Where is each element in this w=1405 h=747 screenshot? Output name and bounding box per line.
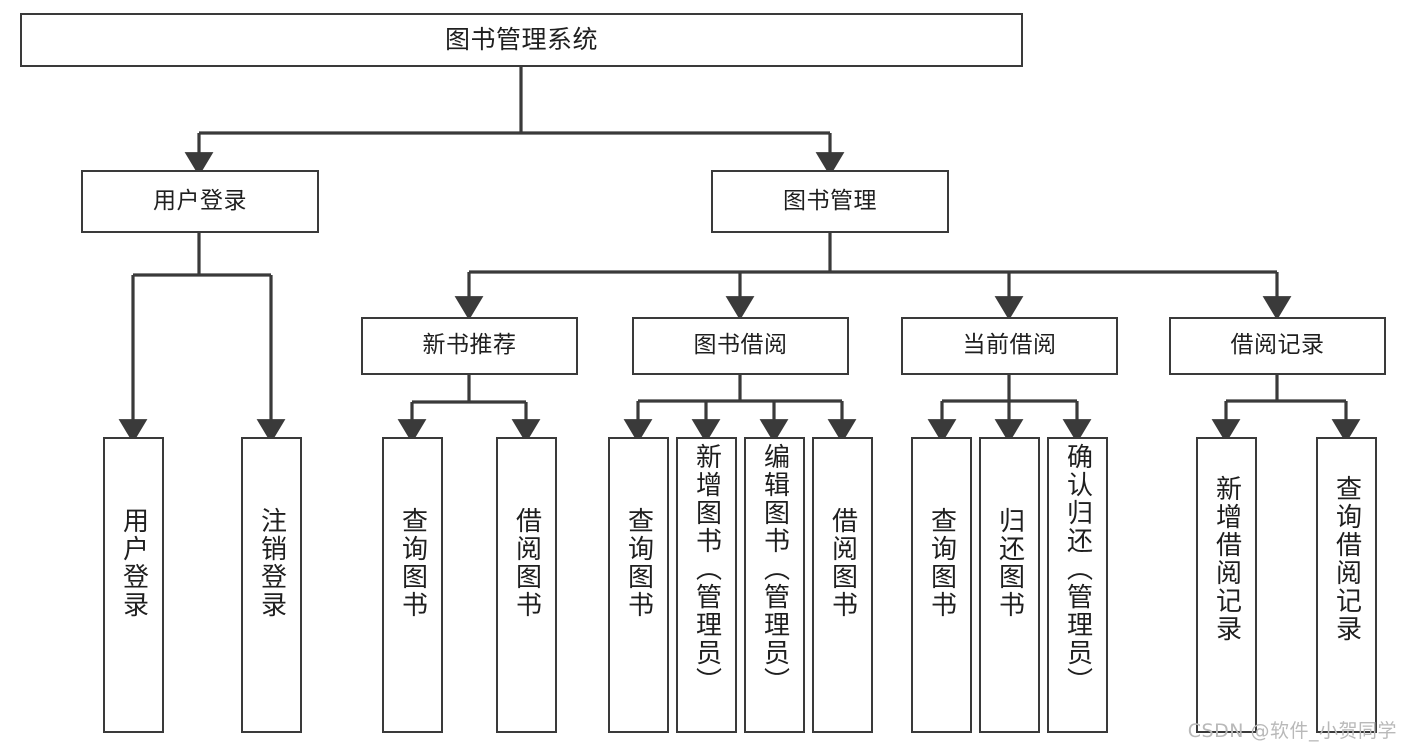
node-book-manage-label: 图书管理 bbox=[783, 187, 877, 214]
node-book-borrow-label: 图书借阅 bbox=[693, 332, 788, 359]
node-root-system[interactable]: 图书管理系统 bbox=[20, 13, 1023, 67]
node-current-borrow[interactable]: 当前借阅 bbox=[901, 317, 1118, 375]
node-leaf-query-record-label: 查询借阅记录 bbox=[1331, 475, 1362, 643]
node-book-borrow[interactable]: 图书借阅 bbox=[632, 317, 849, 375]
node-leaf-user-login-label: 用户登录 bbox=[118, 507, 149, 619]
node-leaf-add-record-label: 新增借阅记录 bbox=[1211, 475, 1242, 643]
node-current-borrow-label: 当前借阅 bbox=[962, 332, 1057, 359]
node-leaf-query-book-2-label: 查询图书 bbox=[623, 507, 654, 619]
node-new-book-recommend[interactable]: 新书推荐 bbox=[361, 317, 578, 375]
node-borrow-record-label: 借阅记录 bbox=[1230, 332, 1325, 359]
node-leaf-borrow-book-2[interactable]: 借阅图书 bbox=[812, 437, 873, 733]
node-leaf-confirm-return[interactable]: 确认归还（管理员） bbox=[1047, 437, 1108, 733]
csdn-watermark: CSDN @软件_小贺同学 bbox=[1187, 720, 1397, 742]
node-leaf-logout-label: 注销登录 bbox=[256, 507, 287, 619]
node-leaf-query-book-2[interactable]: 查询图书 bbox=[608, 437, 669, 733]
node-leaf-logout[interactable]: 注销登录 bbox=[241, 437, 302, 733]
node-book-manage[interactable]: 图书管理 bbox=[711, 170, 949, 233]
node-root-system-label: 图书管理系统 bbox=[444, 25, 598, 55]
node-leaf-query-book-1-label: 查询图书 bbox=[397, 507, 428, 619]
node-borrow-record[interactable]: 借阅记录 bbox=[1169, 317, 1386, 375]
node-new-book-recommend-label: 新书推荐 bbox=[422, 332, 517, 359]
node-leaf-edit-book[interactable]: 编辑图书（管理员） bbox=[744, 437, 805, 733]
node-leaf-borrow-book-1[interactable]: 借阅图书 bbox=[496, 437, 557, 733]
node-leaf-query-record[interactable]: 查询借阅记录 bbox=[1316, 437, 1377, 733]
node-leaf-query-book-3[interactable]: 查询图书 bbox=[911, 437, 972, 733]
node-leaf-add-book-label: 新增图书（管理员） bbox=[691, 443, 722, 695]
node-user-login-label: 用户登录 bbox=[153, 187, 247, 214]
node-leaf-add-book[interactable]: 新增图书（管理员） bbox=[676, 437, 737, 733]
node-leaf-query-book-1[interactable]: 查询图书 bbox=[382, 437, 443, 733]
node-leaf-add-record[interactable]: 新增借阅记录 bbox=[1196, 437, 1257, 733]
node-leaf-borrow-book-1-label: 借阅图书 bbox=[511, 507, 542, 619]
node-user-login[interactable]: 用户登录 bbox=[81, 170, 319, 233]
node-leaf-borrow-book-2-label: 借阅图书 bbox=[827, 507, 858, 619]
node-leaf-query-book-3-label: 查询图书 bbox=[926, 507, 957, 619]
node-leaf-user-login[interactable]: 用户登录 bbox=[103, 437, 164, 733]
node-leaf-confirm-return-label: 确认归还（管理员） bbox=[1062, 443, 1093, 695]
node-leaf-return-book-label: 归还图书 bbox=[994, 507, 1025, 619]
node-leaf-edit-book-label: 编辑图书（管理员） bbox=[759, 443, 790, 695]
node-leaf-return-book[interactable]: 归还图书 bbox=[979, 437, 1040, 733]
